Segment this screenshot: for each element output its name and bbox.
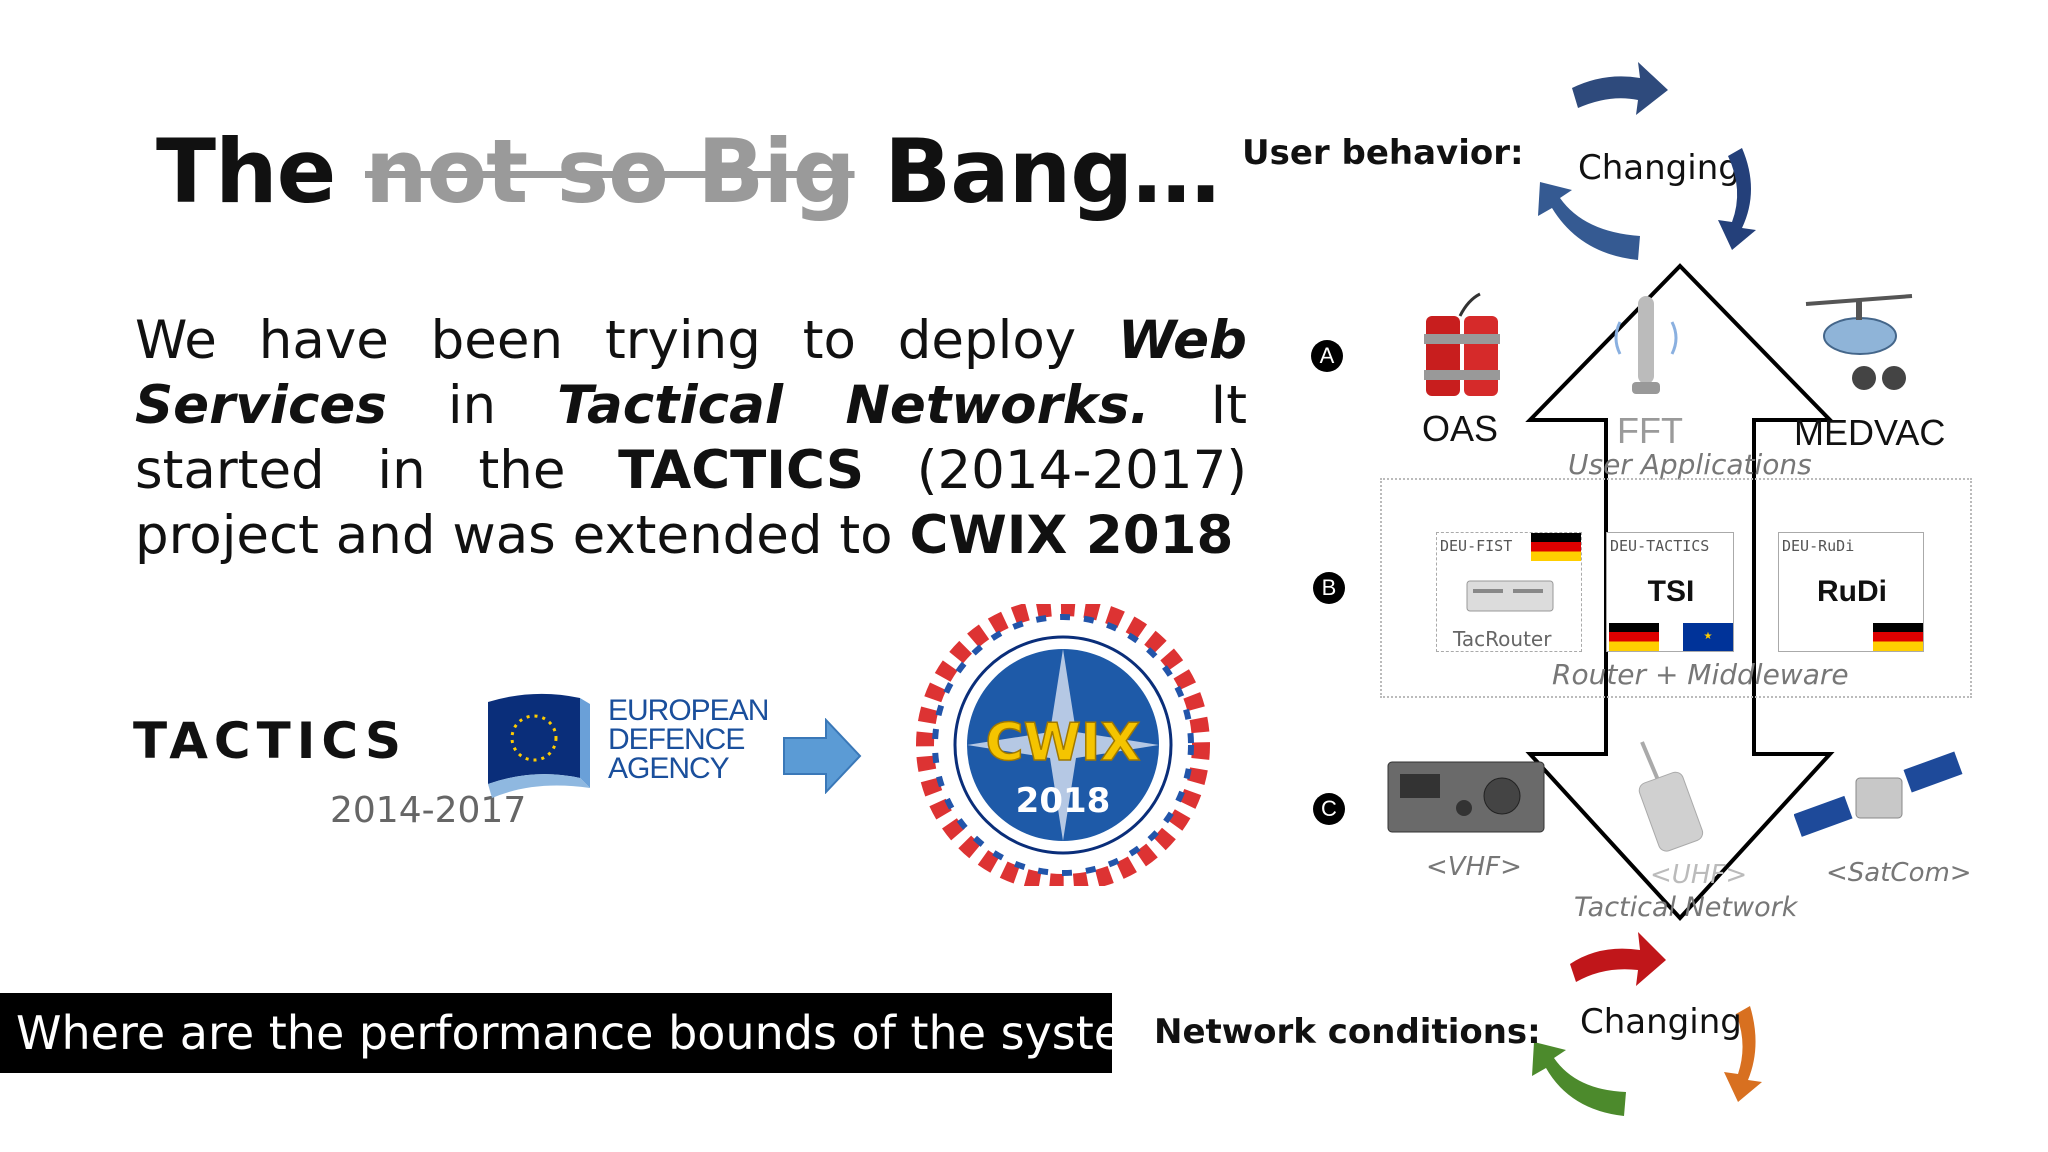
eda-flag-icon [488,693,590,798]
router-middleware-caption: Router + Middleware [1552,658,1849,691]
body-text-4: (2014-2017) project and was extended to [135,440,1248,566]
tactical-networks-text: Tactical Networks. [557,375,1150,436]
germany-flag-icon [1531,533,1581,561]
germany-flag-icon [1873,623,1923,651]
marker-c: C [1313,793,1345,825]
changing-bottom-label: Changing [1580,1002,1742,1042]
marker-a: A [1311,340,1343,372]
satcom-label: <SatCom> [1826,858,1972,888]
tacrouter-device-icon [1466,580,1554,612]
rudi-label: RuDi [1817,575,1887,608]
title-struck: not so Big [365,120,856,223]
eu-flag-icon: ★ [1683,623,1733,651]
cwix-text: CWIX 2018 [909,505,1234,566]
tsi-label: TSI [1647,575,1695,608]
marker-b: B [1313,572,1345,604]
tactics-text: TACTICS [618,440,865,501]
tactics-logo: TACTICS [133,712,407,770]
cycle-arrows-top-icon [1538,62,1756,260]
fft-antenna-icon [1614,296,1678,394]
tacrouter-label: TacRouter [1453,627,1552,651]
deu-rudi-label: DEU-RuDi [1782,537,1855,555]
eda-logo: EUROPEAN DEFENCE AGENCY [484,688,769,800]
cwix-word: CWIX [986,713,1141,773]
vhf-label: <VHF> [1426,852,1522,882]
satcom-satellite-icon [1794,751,1963,837]
fft-label: FFT [1617,410,1683,451]
slide-title: The not so Big Bang… [156,120,1220,223]
question-banner: Where are the performance bounds of the … [0,993,1191,1073]
tactical-network-caption: Tactical Network [1574,892,1798,923]
eda-line-1: EUROPEAN [608,694,769,727]
web-services-text: Web Services [135,310,1247,436]
body-paragraph: We have been trying to deploy Web Servic… [135,308,1247,568]
network-conditions-label: Network conditions: [1154,1012,1541,1052]
right-arrow-icon [783,718,862,794]
cwix-year: 2018 [1016,781,1111,821]
oas-dynamite-icon [1424,292,1500,396]
title-suffix: Bang… [884,120,1220,223]
eda-line-2: DEFENCE [608,723,745,756]
tactics-logo-text: TACTICS [133,712,407,770]
vhf-radio-icon [1387,761,1545,833]
changing-top-label: Changing [1578,148,1740,188]
body-text-2: in [386,375,558,436]
body-text-3: It started in the [135,375,1247,501]
title-prefix: The [156,120,336,223]
deu-rudi-box: DEU-RuDi RuDi [1778,532,1924,652]
medvac-label: MEDVAC [1794,412,1946,453]
router-middleware-region [1380,478,1972,698]
deu-fist-label: DEU-FIST [1440,537,1513,555]
deu-fist-box: DEU-FIST TacRouter [1436,532,1582,652]
oas-label: OAS [1422,408,1499,449]
deu-tactics-label: DEU-TACTICS [1610,537,1710,555]
user-applications-caption: User Applications [1568,448,1812,481]
uhf-radio-icon [1638,741,1704,852]
uhf-label: <UHF> [1650,860,1748,890]
medvac-helicopter-icon [1805,294,1913,390]
body-text-1: We have been trying to deploy [135,310,1119,371]
germany-flag-icon [1609,623,1659,651]
deu-tactics-box: DEU-TACTICS TSI ★ [1606,532,1734,652]
cwix-2018-logo: CWIX 2018 [916,604,1210,886]
user-behavior-label: User behavior: [1242,133,1524,173]
eda-line-3: AGENCY [608,752,730,785]
cycle-arrows-bottom-icon [1532,932,1762,1116]
